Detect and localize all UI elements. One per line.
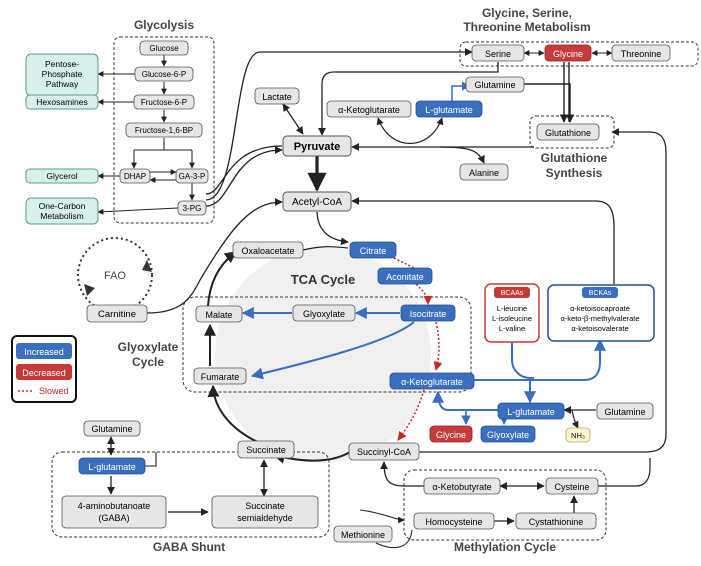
l-glutamate-mid-node: L-glutamate [507,407,555,417]
citrate-node: Citrate [360,246,387,256]
carnitine-node: Carnitine [98,309,136,320]
fumarate-node: Fumarate [201,372,240,382]
lactate-node: Lactate [262,92,292,102]
methionine-node: Methionine [341,530,385,540]
gaba-label-1: 4-aminobutanoate [78,501,151,511]
legend-increased: Increased [24,347,64,357]
glycine-low-node: Glycine [436,430,466,440]
tca-cycle-title: TCA Cycle [291,272,356,287]
fao-cycle-ring [77,237,153,313]
succinyl-coa-node: Succinyl-CoA [357,447,411,457]
succinate-node: Succinate [246,445,286,455]
legend-decreased: Decreased [22,368,66,378]
l-glutamate-gaba-node: L-glutamate [88,462,136,472]
ppp-label-1: Pentose- [45,59,79,69]
gly-ser-thr-title-1: Glycine, Serine, [482,6,572,20]
glycolysis-nodes: Glucose Glucose-6-P Fructose-6-P Fructos… [119,40,209,216]
glutamine-mid-node: Glutamine [604,407,645,417]
ga-3-p-node: GA-3-P [179,172,206,181]
aconitate-node: Aconitate [386,272,424,282]
gly-ser-thr-title-2: Threonine Metabolism [463,20,590,34]
glycerol-box: Glycerol [46,171,77,181]
cystathionine-node: Cystathionine [529,517,584,527]
glyoxylate-cycle-title-2: Cycle [132,355,164,369]
tca-cycle-background [215,247,431,463]
bcka-item: α-keto-β-methylvalerate [560,314,639,323]
glutathione-title-2: Synthesis [546,166,603,180]
glyoxylate-region [182,296,472,393]
ssa-label-1: Succinate [245,501,285,511]
ocm-label-1: One-Carbon [39,201,86,211]
bcaa-title: BCAAs [501,290,524,297]
homocysteine-node: Homocysteine [425,517,482,527]
side-pathway-boxes: Pentose- Phosphate Pathway Hexosamines G… [25,53,99,225]
3-pg-node: 3-PG [183,204,202,213]
bcka-box: BCKAs α-ketoisocaproate α-keto-β-methylv… [547,284,655,342]
threonine-node: Threonine [621,49,662,59]
dhap-node: DHAP [124,172,146,181]
glutathione-node: Glutathione [545,128,591,138]
methylation-region [403,469,607,541]
bcka-item: α-ketoisovalerate [571,324,628,333]
a-ketobutyrate-node: α-Ketobutyrate [432,482,491,492]
akg-top-node: α-Ketoglutarate [338,105,400,115]
serine-node: Serine [485,49,511,59]
pyruvate-node: Pyruvate [294,141,340,153]
gly-ser-thr-region [459,41,699,67]
glucose-6-p-node: Glucose-6-P [142,70,186,79]
fructose-6-p-node: Fructose-6-P [141,98,187,107]
glycolysis-title: Glycolysis [134,18,194,32]
methylation-cycle-title: Methylation Cycle [454,540,556,554]
metabolite-nodes: Serine Glycine Threonine Glutamine Gluta… [61,44,671,543]
oxaloacetate-node: Oxaloacetate [241,246,294,256]
bcaa-item: L-isoleucine [492,314,532,323]
glutamine-gaba-node: Glutamine [91,424,132,434]
ppp-label-3: Pathway [46,79,79,89]
hexosamines-box: Hexosamines [36,97,88,107]
cysteine-node: Cysteine [554,482,589,492]
l-glutamate-top-node: L-glutamate [425,105,473,115]
glutamine-top-node: Glutamine [474,80,515,90]
bcaa-item: L-leucine [497,304,527,313]
ocm-label-2: Metabolism [40,211,83,221]
glyoxylate-low-node: Glyoxylate [487,430,529,440]
fao-label: FAO [104,270,126,282]
nh3-node: NH₃ [571,431,585,440]
glutathione-title-1: Glutathione [541,151,608,165]
ppp-label-2: Phosphate [42,69,83,79]
ssa-label-2: semialdehyde [237,513,293,523]
glycine-top-node: Glycine [553,49,583,59]
malate-node: Malate [205,310,232,320]
glucose-node: Glucose [149,44,179,53]
akg-node: α-Ketoglutarate [401,377,463,387]
bcaa-box: BCAAs L-leucine L-isoleucine L-valine [484,283,540,343]
bcka-title: BCKAs [589,290,612,297]
legend: Increased Decreased Slowed [11,335,77,403]
isocitrate-node: Isocitrate [410,309,447,319]
glyoxylate-node: Glyoxylate [303,309,345,319]
alanine-node: Alanine [469,168,499,178]
gaba-label-2: (GABA) [98,513,129,523]
bcka-item: α-ketoisocaproate [570,304,630,313]
gaba-region [51,451,330,538]
bcaa-item: L-valine [499,324,525,333]
gaba-shunt-title: GABA Shunt [153,540,225,554]
legend-slowed: Slowed [39,386,69,396]
acetyl-coa-node: Acetyl-CoA [292,197,342,208]
glyoxylate-cycle-title-1: Glyoxylate [118,340,179,354]
fructose-1-6-bp-node: Fructose-1,6-BP [135,126,193,135]
